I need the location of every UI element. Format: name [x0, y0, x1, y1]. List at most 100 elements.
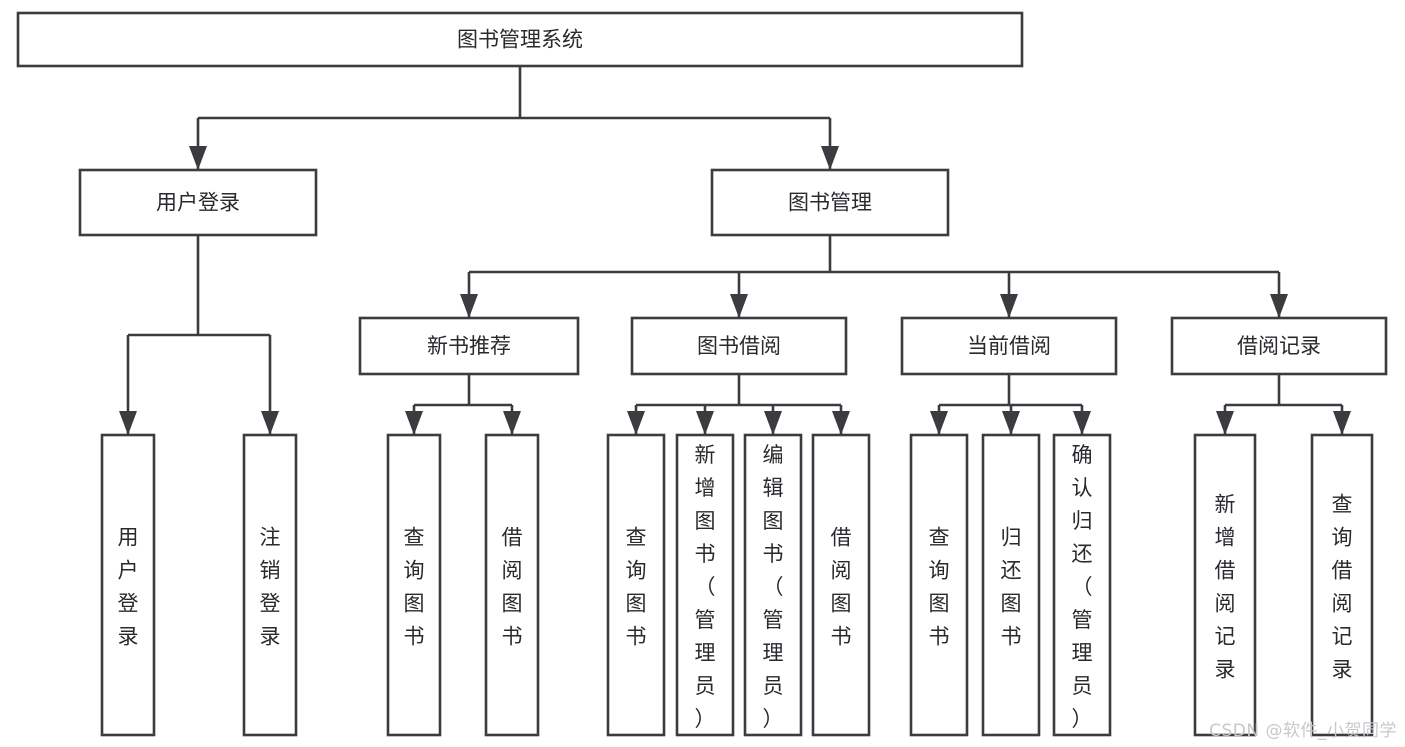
leaf-label-char: 录: [118, 625, 139, 649]
level3-box: [630, 316, 848, 376]
leaf-label-char: 图: [763, 509, 784, 533]
leaf-box: [981, 433, 1041, 737]
leaf-label-char: （: [1072, 575, 1093, 599]
leaf-box: [909, 433, 969, 737]
arrow-head: [821, 146, 839, 170]
leaf-box: [606, 433, 666, 737]
leaf-label-char: 询: [929, 559, 950, 583]
leaf-label-char: 借: [1332, 559, 1353, 583]
leaf-label-char: 书: [502, 625, 523, 649]
arrow-head: [930, 411, 948, 435]
leaf-label-char: 书: [626, 625, 647, 649]
level2-label: 用户登录: [156, 191, 240, 215]
arrow-head: [1216, 411, 1234, 435]
level2-node[interactable]: 图书管理: [710, 168, 950, 237]
arrow-head: [627, 411, 645, 435]
arrow-head: [261, 411, 279, 435]
leaf-label-char: 新: [1215, 493, 1236, 517]
arrow-head: [696, 411, 714, 435]
leaf-label-char: 管: [763, 608, 784, 632]
leaf-box: [386, 433, 442, 737]
leaf-label-char: 借: [831, 526, 852, 550]
leaf-box: [1310, 433, 1374, 737]
leaf-box: [811, 433, 871, 737]
level2-box: [710, 168, 950, 237]
leaf-label-char: 确: [1072, 443, 1093, 467]
arrow-head: [1270, 294, 1288, 318]
leaf-box: [1193, 433, 1257, 737]
level2-node[interactable]: 用户登录: [78, 168, 318, 237]
leaf-label-char: 书: [929, 625, 950, 649]
leaf-label-char: 记: [1332, 625, 1353, 649]
leaf-label-char: 阅: [1332, 592, 1353, 616]
leaf-label-char: 录: [260, 625, 281, 649]
leaf-label-char: 借: [502, 526, 523, 550]
arrow-head: [119, 411, 137, 435]
leaf-label-char: 还: [1072, 542, 1093, 566]
leaf-label-char: 查: [929, 526, 950, 550]
leaf-label-char: 借: [1215, 559, 1236, 583]
level3-node[interactable]: 借阅记录: [1170, 316, 1388, 376]
leaf-label-char: 图: [929, 592, 950, 616]
leaf-label-char: 查: [404, 526, 425, 550]
leaf-label-char: 新: [695, 443, 716, 467]
leaf-label-char: 书: [831, 625, 852, 649]
arrow-head: [730, 294, 748, 318]
arrow-head: [764, 411, 782, 435]
leaf-label-char: 员: [1072, 674, 1093, 698]
leaf-label-char: 理: [1072, 641, 1093, 665]
leaf-label-char: 增: [695, 476, 716, 500]
root-node[interactable]: 图书管理系统: [16, 11, 1024, 68]
leaf-label-char: 归: [1001, 526, 1022, 550]
arrow-head: [1333, 411, 1351, 435]
level3-node[interactable]: 新书推荐: [358, 316, 580, 376]
leaf-label-char: 用: [118, 526, 139, 550]
leaf-label-char: 编: [763, 443, 784, 467]
leaf-label-char: 图: [626, 592, 647, 616]
leaf-label-char: 管: [695, 608, 716, 632]
leaf-label-char: 阅: [831, 559, 852, 583]
leaf-label-char: （: [695, 575, 716, 599]
leaf-label-char: ）: [763, 707, 784, 731]
root-label: 图书管理系统: [457, 28, 583, 52]
leaf-label-char: 查: [1332, 493, 1353, 517]
leaf-box: [484, 433, 540, 737]
leaf-label-char: 录: [1215, 658, 1236, 682]
leaf-label-char: 询: [1332, 526, 1353, 550]
leaf-label-char: 书: [763, 542, 784, 566]
leaf-box: [100, 433, 156, 737]
leaf-label-char: 理: [763, 641, 784, 665]
leaf-node[interactable]: 用户登录: [100, 433, 156, 737]
leaf-label-char: 阅: [502, 559, 523, 583]
leaf-label-char: 询: [626, 559, 647, 583]
arrow-head: [1000, 294, 1018, 318]
leaf-label-char: 图: [1001, 592, 1022, 616]
leaf-label-char: 书: [1001, 625, 1022, 649]
level2-label: 图书管理: [788, 191, 872, 215]
leaf-label-char: 归: [1072, 509, 1093, 533]
level3-node[interactable]: 当前借阅: [900, 316, 1118, 376]
leaf-label-char: 录: [1332, 658, 1353, 682]
level3-node[interactable]: 图书借阅: [630, 316, 848, 376]
leaf-box: [242, 433, 298, 737]
leaf-label-char: 还: [1001, 559, 1022, 583]
leaf-label-char: 认: [1072, 476, 1093, 500]
arrow-head: [189, 146, 207, 170]
node-layer: 图书管理系统用户登录图书管理新书推荐图书借阅当前借阅借阅记录用户登录注销登录查询…: [16, 11, 1388, 737]
arrow-head: [405, 411, 423, 435]
leaf-label-char: 询: [404, 559, 425, 583]
